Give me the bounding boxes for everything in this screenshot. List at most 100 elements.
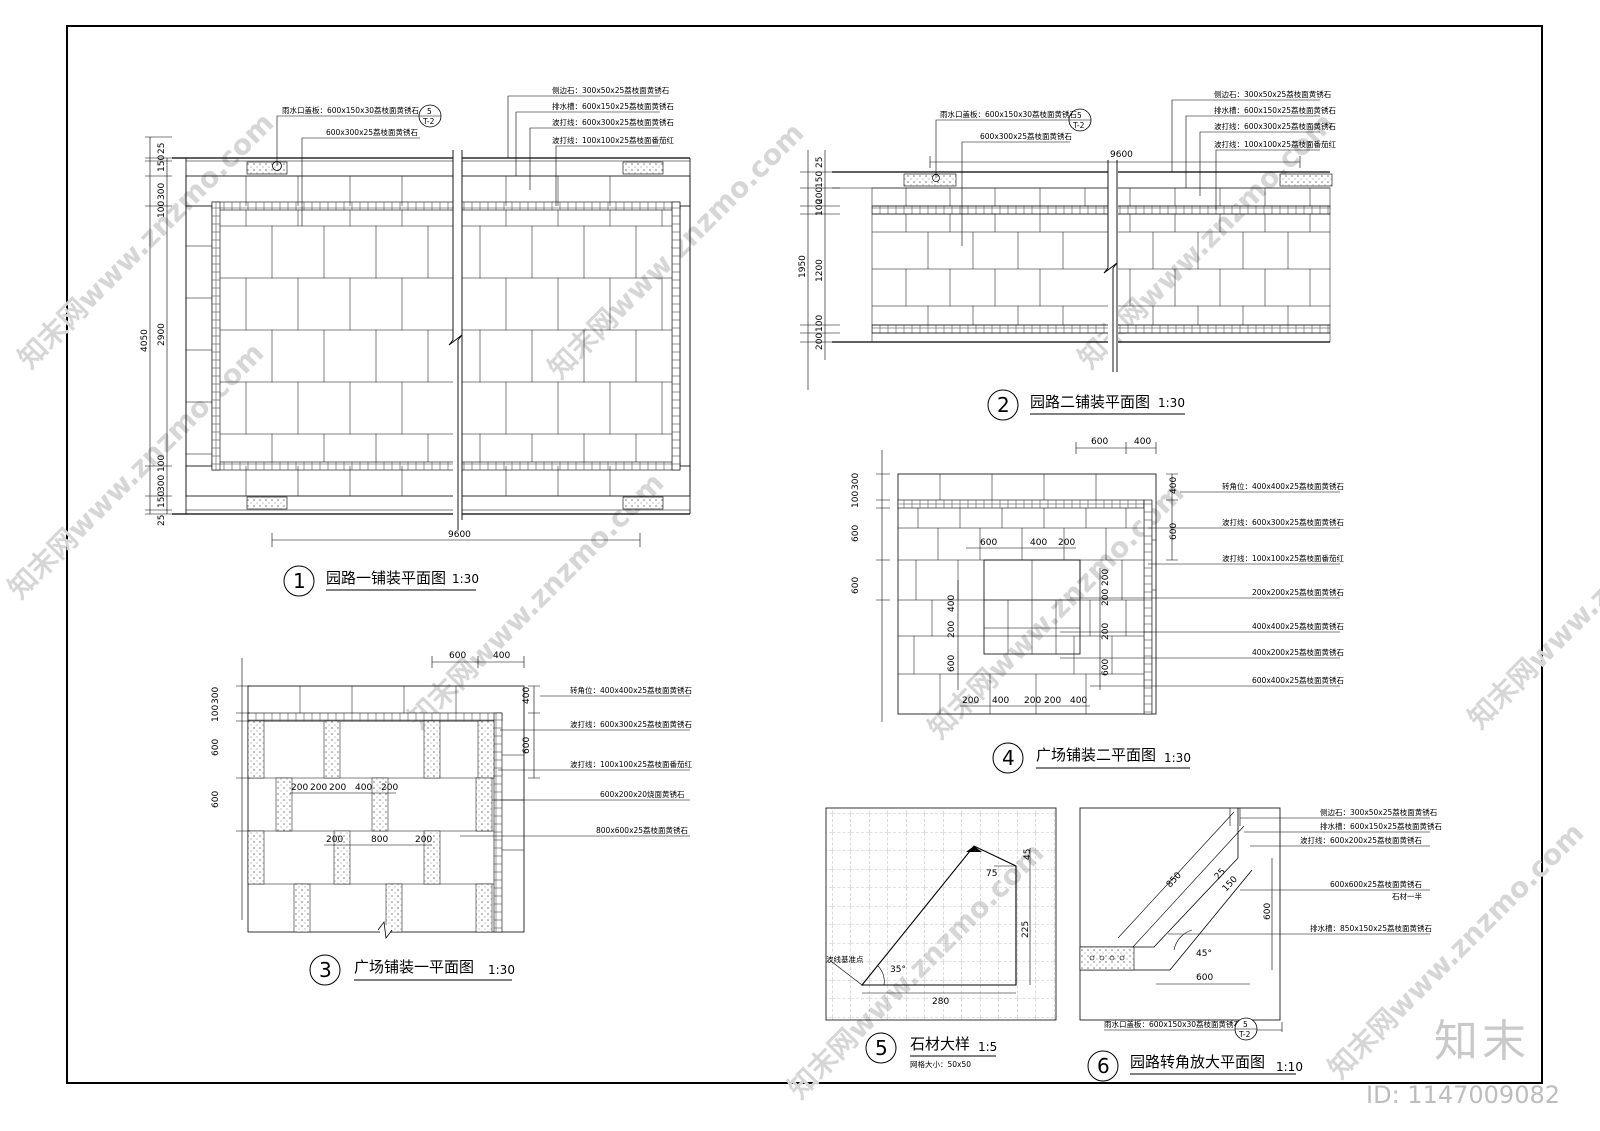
drain-cover xyxy=(622,496,664,510)
callout: 波打线：100x100x25荔枝面番茄红 xyxy=(552,135,675,145)
dim: 25 xyxy=(1213,867,1228,882)
callout: 600x600x25荔枝面黄锈石 xyxy=(1330,879,1423,889)
callout: 波打线：100x100x25荔枝面番茄红 xyxy=(1222,553,1345,563)
dim: 300 xyxy=(211,687,221,704)
drawing-title: 广场铺装一平面图 xyxy=(354,958,474,976)
callout: 侧边石：300x50x25荔枝面黄锈石 xyxy=(1214,89,1332,99)
callout: 600x400x25荔枝面黄锈石 xyxy=(1252,675,1345,685)
callout: 排水槽：850x150x25荔枝面黄锈石 xyxy=(1310,923,1433,933)
dim: 100 xyxy=(815,199,825,216)
dim: 400 xyxy=(1070,696,1087,706)
callout: 波线基准点 xyxy=(826,954,864,964)
callout: 侧边石：300x50x25荔枝面黄锈石 xyxy=(1320,807,1438,817)
dim: 280 xyxy=(932,997,949,1007)
ref-num: 5 xyxy=(427,107,432,116)
drawing-title: 园路转角放大平面图 xyxy=(1130,1053,1265,1071)
dim: 200 xyxy=(310,783,327,793)
callout: 雨水口盖板：600x150x30荔枝面黄锈石 xyxy=(940,109,1078,119)
drawing-subnote: 网格大小：50x50 xyxy=(910,1059,971,1069)
dim: 225 xyxy=(1021,921,1031,938)
dim: 600 xyxy=(1169,523,1179,540)
dim: 200 xyxy=(329,783,346,793)
dim: 150 xyxy=(157,491,167,508)
dim: 400 xyxy=(947,595,957,612)
dim: 400 xyxy=(522,687,532,704)
dim: 200 xyxy=(1058,538,1075,548)
drawing-title: 园路一铺装平面图 xyxy=(326,569,446,587)
dim: 300 xyxy=(851,473,861,490)
dim: 400 xyxy=(1169,477,1179,494)
drain-cover xyxy=(622,161,664,175)
callout: 600x300x25荔枝面黄锈石 xyxy=(980,131,1073,141)
callout: 波打线：600x300x25荔枝面黄锈石 xyxy=(570,719,693,729)
drawing-number: 2 xyxy=(997,393,1010,417)
drawing-4: 600 400 300 100 600 600 400 600 600 400 … xyxy=(851,437,1345,774)
drain-cover xyxy=(1279,173,1333,187)
callout: 转角位：400x400x25荔枝面黄锈石 xyxy=(1222,481,1345,491)
callout: 800x600x25荔枝面黄锈石 xyxy=(596,825,689,835)
dim: 25 xyxy=(157,143,167,154)
drawing-2: 9600 25 150 200 100 1950 1200 100 200 5 … xyxy=(798,89,1337,421)
dim: 400 xyxy=(1030,538,1047,548)
drawing-title: 石材大样 xyxy=(910,1035,970,1053)
dim: 25 xyxy=(815,157,825,168)
drawing-number: 1 xyxy=(293,569,306,593)
dim: 1200 xyxy=(815,259,825,282)
callout: 波打线：600x200x25荔枝面黄锈石 xyxy=(1300,835,1423,845)
dim: 600 xyxy=(522,737,532,754)
dim: 150 xyxy=(157,155,167,172)
dim: 600 xyxy=(980,538,997,548)
dim-top: 9600 xyxy=(1110,150,1133,160)
callout: 排水槽：600x150x25荔枝面黄锈石 xyxy=(1214,105,1337,115)
drain-cover xyxy=(903,173,957,187)
drawing-number: 4 xyxy=(1002,746,1015,770)
dim: 4050 xyxy=(140,329,150,352)
callout: 波打线：600x300x25荔枝面黄锈石 xyxy=(1222,517,1345,527)
callout: 侧边石：300x50x25荔枝面黄锈石 xyxy=(552,85,670,95)
dim: 2900 xyxy=(157,323,167,346)
dim: 75 xyxy=(986,869,997,879)
ref-sheet: T-2 xyxy=(1238,1030,1251,1039)
dim: 300 xyxy=(157,475,167,492)
callout: 波打线：600x300x25荔枝面黄锈石 xyxy=(552,117,675,127)
watermark: 知末网www.znzmo.com xyxy=(1462,466,1600,735)
callout: 波打线：100x100x25荔枝面番茄红 xyxy=(1214,139,1337,149)
drawing-number: 5 xyxy=(875,1036,888,1060)
dim: 100 xyxy=(157,455,167,472)
dim: 100 xyxy=(211,705,221,722)
callout: 排水槽：600x150x25荔枝面黄锈石 xyxy=(552,101,675,111)
drawing-title: 园路二铺装平面图 xyxy=(1030,393,1150,411)
dim: 400 xyxy=(992,696,1009,706)
dim: 200 xyxy=(1101,623,1111,640)
dim: 45° xyxy=(1196,949,1212,959)
drawing-number: 3 xyxy=(319,958,332,982)
ref-num: 5 xyxy=(1243,1020,1248,1029)
dim: 600 xyxy=(851,577,861,594)
dim: 200 xyxy=(815,187,825,204)
dim: 600 xyxy=(211,739,221,756)
id-label: ID: 1147009082 xyxy=(1366,1081,1560,1109)
dim: 200 xyxy=(1024,696,1041,706)
ref-num: 5 xyxy=(1077,111,1082,120)
dim: 600 xyxy=(211,791,221,808)
dim: 150 xyxy=(815,171,825,188)
dim: 200 xyxy=(1101,589,1111,606)
drawing-scale: 1:30 xyxy=(1158,396,1185,410)
callout: 400x400x25荔枝面黄锈石 xyxy=(1252,621,1345,631)
sheet-border xyxy=(66,25,1543,1084)
callout: 排水槽：600x150x25荔枝面黄锈石 xyxy=(1320,821,1443,831)
dim: 100 xyxy=(815,315,825,332)
callout: 雨水口盖板：600x150x30荔枝面黄锈石 xyxy=(282,105,420,115)
drawing-scale: 1:30 xyxy=(488,963,515,977)
dim: 200 xyxy=(291,783,308,793)
callout: 600x300x25荔枝面黄锈石 xyxy=(326,127,419,137)
dim: 600 xyxy=(1091,437,1108,447)
dim: 400 xyxy=(493,651,510,661)
callout: 600x200x20烧面黄锈石 xyxy=(600,789,685,799)
dim: 600 xyxy=(1196,973,1213,983)
ref-sheet: T-2 xyxy=(1072,121,1085,130)
callout: 雨水口盖板：600x150x30荔枝面黄锈石 xyxy=(1104,1019,1242,1029)
dim: 300 xyxy=(157,183,167,200)
drawing-1: 25 150 300 100 4050 2900 100 300 150 25 … xyxy=(140,85,691,597)
